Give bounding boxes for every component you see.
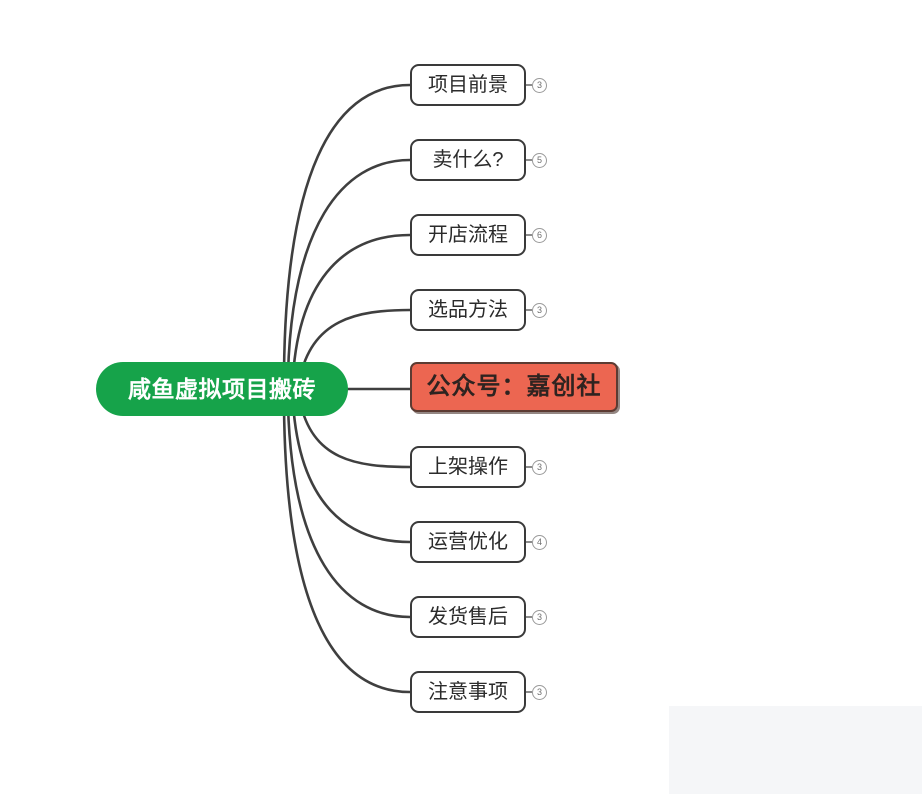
mindmap-node-3[interactable]: 开店流程 6	[410, 214, 547, 256]
badge-stub	[526, 616, 532, 618]
child-count-badge[interactable]: 4	[532, 534, 547, 550]
child-count-badge[interactable]: 3	[532, 302, 547, 318]
badge-stub	[526, 309, 532, 311]
root-node-label: 咸鱼虚拟项目搬砖	[128, 375, 316, 402]
node-badge-group: 3	[526, 459, 547, 475]
child-count-badge[interactable]: 3	[532, 684, 547, 700]
node-label: 卖什么?	[432, 149, 504, 171]
badge-stub	[526, 541, 532, 543]
node-box[interactable]: 注意事项	[410, 671, 526, 713]
child-count-badge[interactable]: 5	[532, 152, 547, 168]
badge-stub	[526, 234, 532, 236]
node-box[interactable]: 项目前景	[410, 64, 526, 106]
node-box[interactable]: 运营优化	[410, 521, 526, 563]
node-box[interactable]: 开店流程	[410, 214, 526, 256]
edge-to-node-7	[291, 401, 412, 544]
badge-stub	[526, 466, 532, 468]
node-box[interactable]: 发货售后	[410, 596, 526, 638]
node-label: 运营优化	[428, 531, 508, 553]
mindmap-node-4[interactable]: 选品方法 3	[410, 289, 547, 331]
node-box[interactable]: 卖什么?	[410, 139, 526, 181]
node-box[interactable]: 上架操作	[410, 446, 526, 488]
node-badge-group: 3	[526, 302, 547, 318]
node-label: 上架操作	[428, 456, 508, 478]
mindmap-node-2[interactable]: 卖什么? 5	[410, 139, 547, 181]
node-badge-group: 3	[526, 77, 547, 93]
edge-to-node-9	[282, 405, 412, 694]
edge-to-node-1	[282, 83, 412, 374]
child-count-badge[interactable]: 3	[532, 77, 547, 93]
node-badge-group: 3	[526, 609, 547, 625]
node-badge-group: 6	[526, 227, 547, 243]
node-box[interactable]: 选品方法	[410, 289, 526, 331]
badge-stub	[526, 84, 532, 86]
mindmap-node-6[interactable]: 上架操作 3	[410, 446, 547, 488]
mindmap-node-7[interactable]: 运营优化 4	[410, 521, 547, 563]
badge-stub	[526, 159, 532, 161]
node-label: 公众号：嘉创社	[426, 373, 602, 400]
badge-stub	[526, 691, 532, 693]
mindmap-root-node[interactable]: 咸鱼虚拟项目搬砖	[96, 362, 348, 416]
node-label: 发货售后	[428, 606, 508, 628]
mindmap-node-1[interactable]: 项目前景 3	[410, 64, 547, 106]
node-label: 开店流程	[428, 224, 508, 246]
node-label: 选品方法	[428, 299, 508, 321]
child-count-badge[interactable]: 6	[532, 227, 547, 243]
node-badge-group: 5	[526, 152, 547, 168]
edge-to-node-8	[286, 403, 412, 619]
edge-to-node-3	[291, 233, 412, 378]
child-count-badge[interactable]: 3	[532, 459, 547, 475]
node-label: 注意事项	[428, 681, 508, 703]
node-badge-group: 4	[526, 534, 547, 550]
bottom-right-panel	[669, 706, 922, 794]
node-box[interactable]: 公众号：嘉创社	[410, 362, 618, 412]
mindmap-node-5-highlighted[interactable]: 公众号：嘉创社	[410, 362, 618, 412]
edge-to-node-2	[286, 158, 412, 376]
node-badge-group: 3	[526, 684, 547, 700]
mindmap-node-9[interactable]: 注意事项 3	[410, 671, 547, 713]
mindmap-node-8[interactable]: 发货售后 3	[410, 596, 547, 638]
node-label: 项目前景	[428, 74, 508, 96]
child-count-badge[interactable]: 3	[532, 609, 547, 625]
